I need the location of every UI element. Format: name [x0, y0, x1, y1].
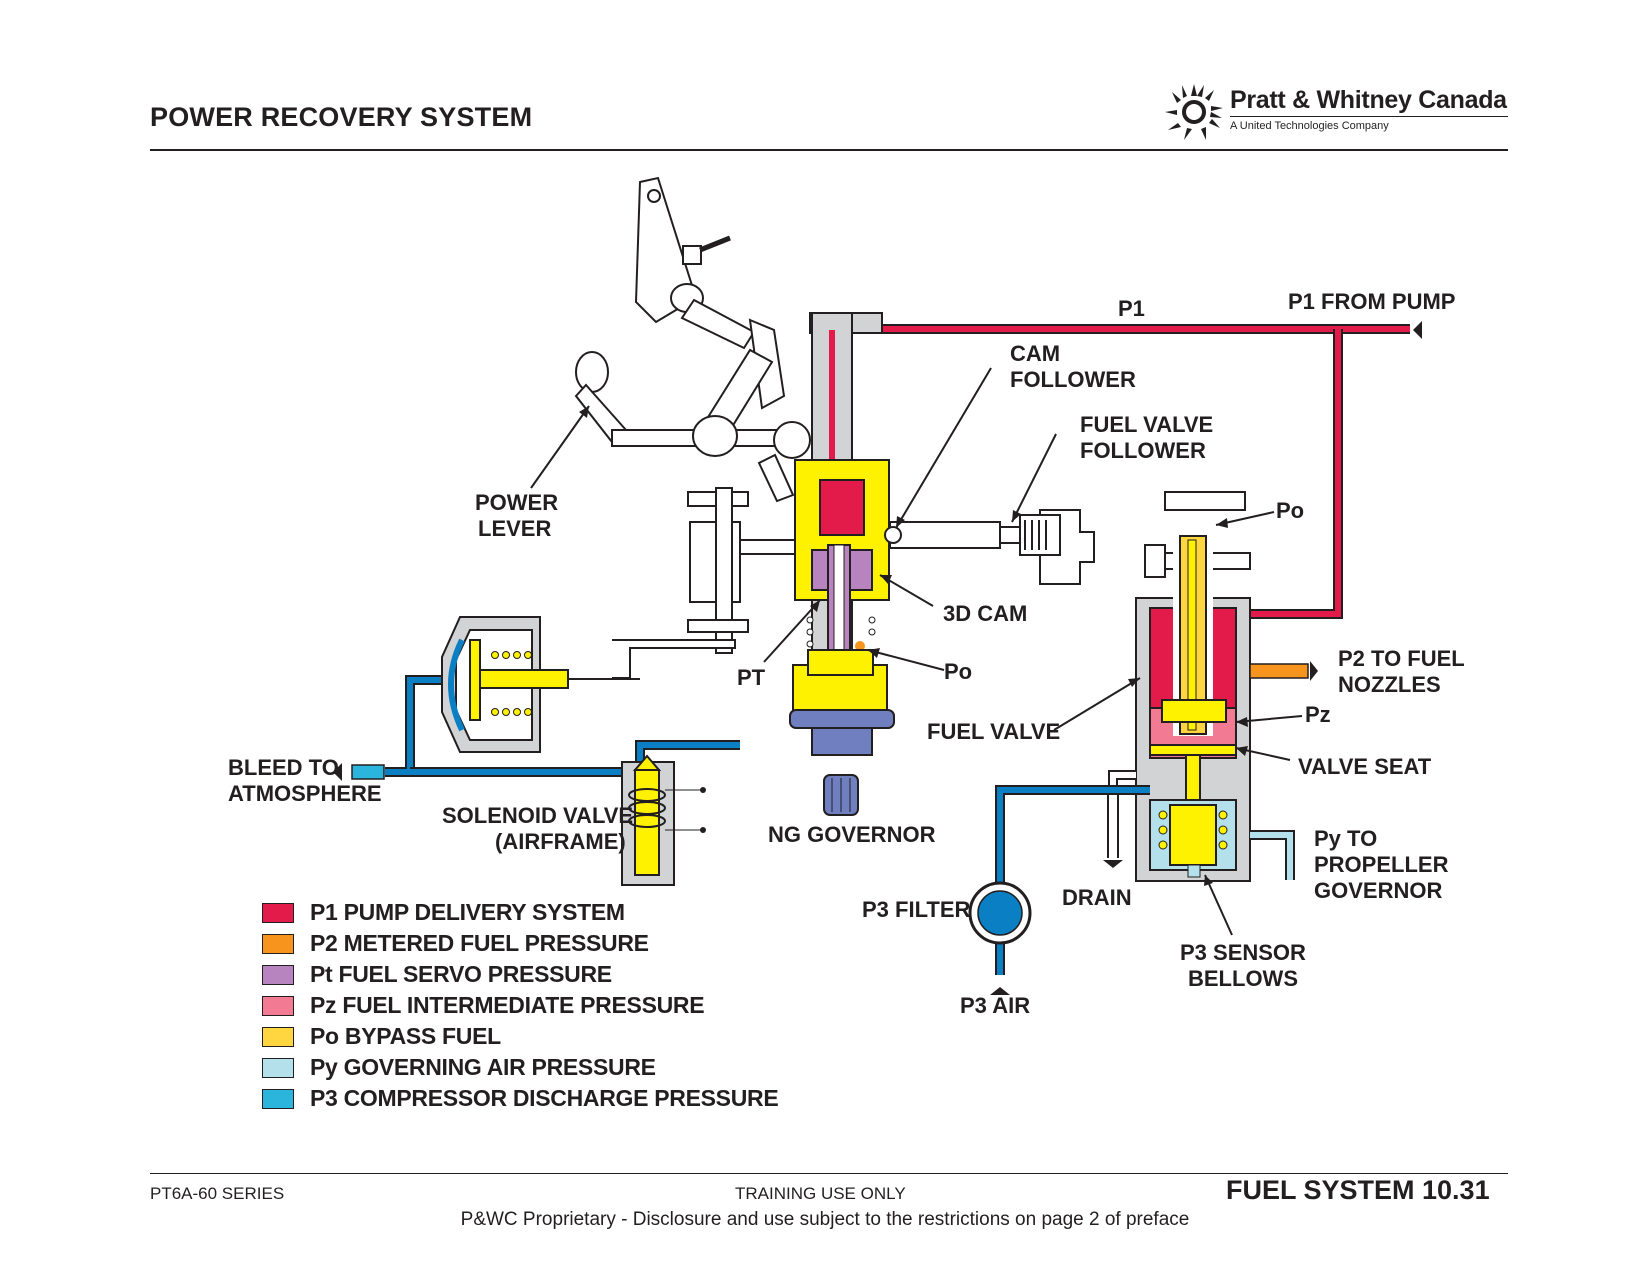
label-solenoid-line1: SOLENOID VALVE — [442, 803, 633, 828]
legend-swatch — [262, 934, 294, 954]
label-solenoid-line2: (AIRFRAME) — [495, 829, 626, 854]
footer-series: PT6A-60 SERIES — [150, 1184, 285, 1203]
p3-air-arrow-icon — [990, 987, 1010, 995]
power-lever-linkage — [574, 176, 811, 503]
p3-filter-icon — [977, 890, 1023, 936]
label-bleed-line1: BLEED TO — [228, 755, 339, 780]
label-po-top: Po — [1276, 498, 1304, 523]
label-pt: PT — [737, 665, 766, 690]
label-p3-air: P3 AIR — [960, 993, 1030, 1018]
brand-subtitle: A United Technologies Company — [1230, 120, 1389, 132]
label-pz: Pz — [1305, 702, 1331, 727]
label-p2-nozzles-line1: P2 TO FUEL — [1338, 646, 1465, 671]
label-cam-follower-line2: FOLLOWER — [1010, 367, 1136, 392]
label-bleed-line2: ATMOSPHERE — [228, 781, 382, 806]
label-valve-seat: VALVE SEAT — [1298, 754, 1432, 779]
label-fuel-valve: FUEL VALVE — [927, 719, 1060, 744]
label-p3-sensor-line1: P3 SENSOR — [1180, 940, 1306, 965]
label-power-lever-line1: POWER — [475, 490, 558, 515]
p1-inlet-arrow-icon — [1413, 321, 1422, 339]
legend-label: P1 PUMP DELIVERY SYSTEM — [310, 899, 625, 925]
legend-label: P3 COMPRESSOR DISCHARGE PRESSURE — [310, 1085, 779, 1111]
footer-section: FUEL SYSTEM 10.31 — [1226, 1175, 1490, 1205]
label-py-line3: GOVERNOR — [1314, 878, 1442, 903]
footer-proprietary-note: P&WC Proprietary - Disclosure and use su… — [460, 1209, 1190, 1230]
legend-swatch — [262, 965, 294, 985]
header-rule — [150, 149, 1508, 151]
drain-arrow-icon — [1103, 860, 1123, 868]
legend-label: Pt FUEL SERVO PRESSURE — [310, 961, 612, 987]
label-ng-governor: NG GOVERNOR — [768, 822, 936, 847]
p2-outlet-arrow-icon — [1310, 661, 1318, 681]
bleed-actuator — [333, 616, 740, 781]
page-title: POWER RECOVERY SYSTEM — [150, 102, 533, 132]
governor-bracket — [612, 487, 821, 679]
brand-logo: Pratt & Whitney Canada A United Technolo… — [1162, 82, 1512, 142]
label-py-line1: Py TO — [1314, 826, 1377, 851]
p1-line — [833, 321, 1422, 619]
legend-label: P2 METERED FUEL PRESSURE — [310, 930, 649, 956]
bleed-arrow-icon — [333, 763, 342, 781]
pwc-eagle-logo-icon — [1165, 84, 1223, 140]
solenoid-valve — [621, 754, 706, 886]
cam-assembly — [789, 459, 895, 816]
legend-swatch — [262, 1089, 294, 1109]
legend-label: Py GOVERNING AIR PRESSURE — [310, 1054, 656, 1080]
label-p3-sensor-line2: BELLOWS — [1188, 966, 1298, 991]
leader-arrowheads — [579, 406, 1248, 886]
label-fuel-valve-follower-line1: FUEL VALVE — [1080, 412, 1213, 437]
label-po-mid: Po — [944, 659, 972, 684]
label-3d-cam: 3D CAM — [943, 601, 1027, 626]
label-p2-nozzles-line2: NOZZLES — [1338, 672, 1441, 697]
brand-name: Pratt & Whitney Canada — [1230, 86, 1507, 114]
label-drain: DRAIN — [1062, 885, 1132, 910]
label-py-line2: PROPELLER — [1314, 852, 1449, 877]
legend-swatch — [262, 996, 294, 1016]
label-p3-filter: P3 FILTER — [862, 897, 970, 922]
legend-label: Pz FUEL INTERMEDIATE PRESSURE — [310, 992, 705, 1018]
brand-rule — [1230, 116, 1508, 117]
label-fuel-valve-follower-line2: FOLLOWER — [1080, 438, 1206, 463]
legend-swatch — [262, 1027, 294, 1047]
legend-swatch — [262, 903, 294, 923]
fuel-valve-housing — [1103, 535, 1318, 882]
p3-line — [968, 785, 1150, 995]
legend-swatch — [262, 1058, 294, 1078]
label-cam-follower-line1: CAM — [1010, 341, 1060, 366]
footer-training: TRAINING USE ONLY — [735, 1184, 906, 1203]
label-power-lever-line2: LEVER — [478, 516, 551, 541]
legend-label: Po BYPASS FUEL — [310, 1023, 501, 1049]
footer-rule — [150, 1173, 1508, 1174]
label-p1: P1 — [1118, 296, 1145, 321]
label-p1-from-pump: P1 FROM PUMP — [1288, 289, 1455, 314]
